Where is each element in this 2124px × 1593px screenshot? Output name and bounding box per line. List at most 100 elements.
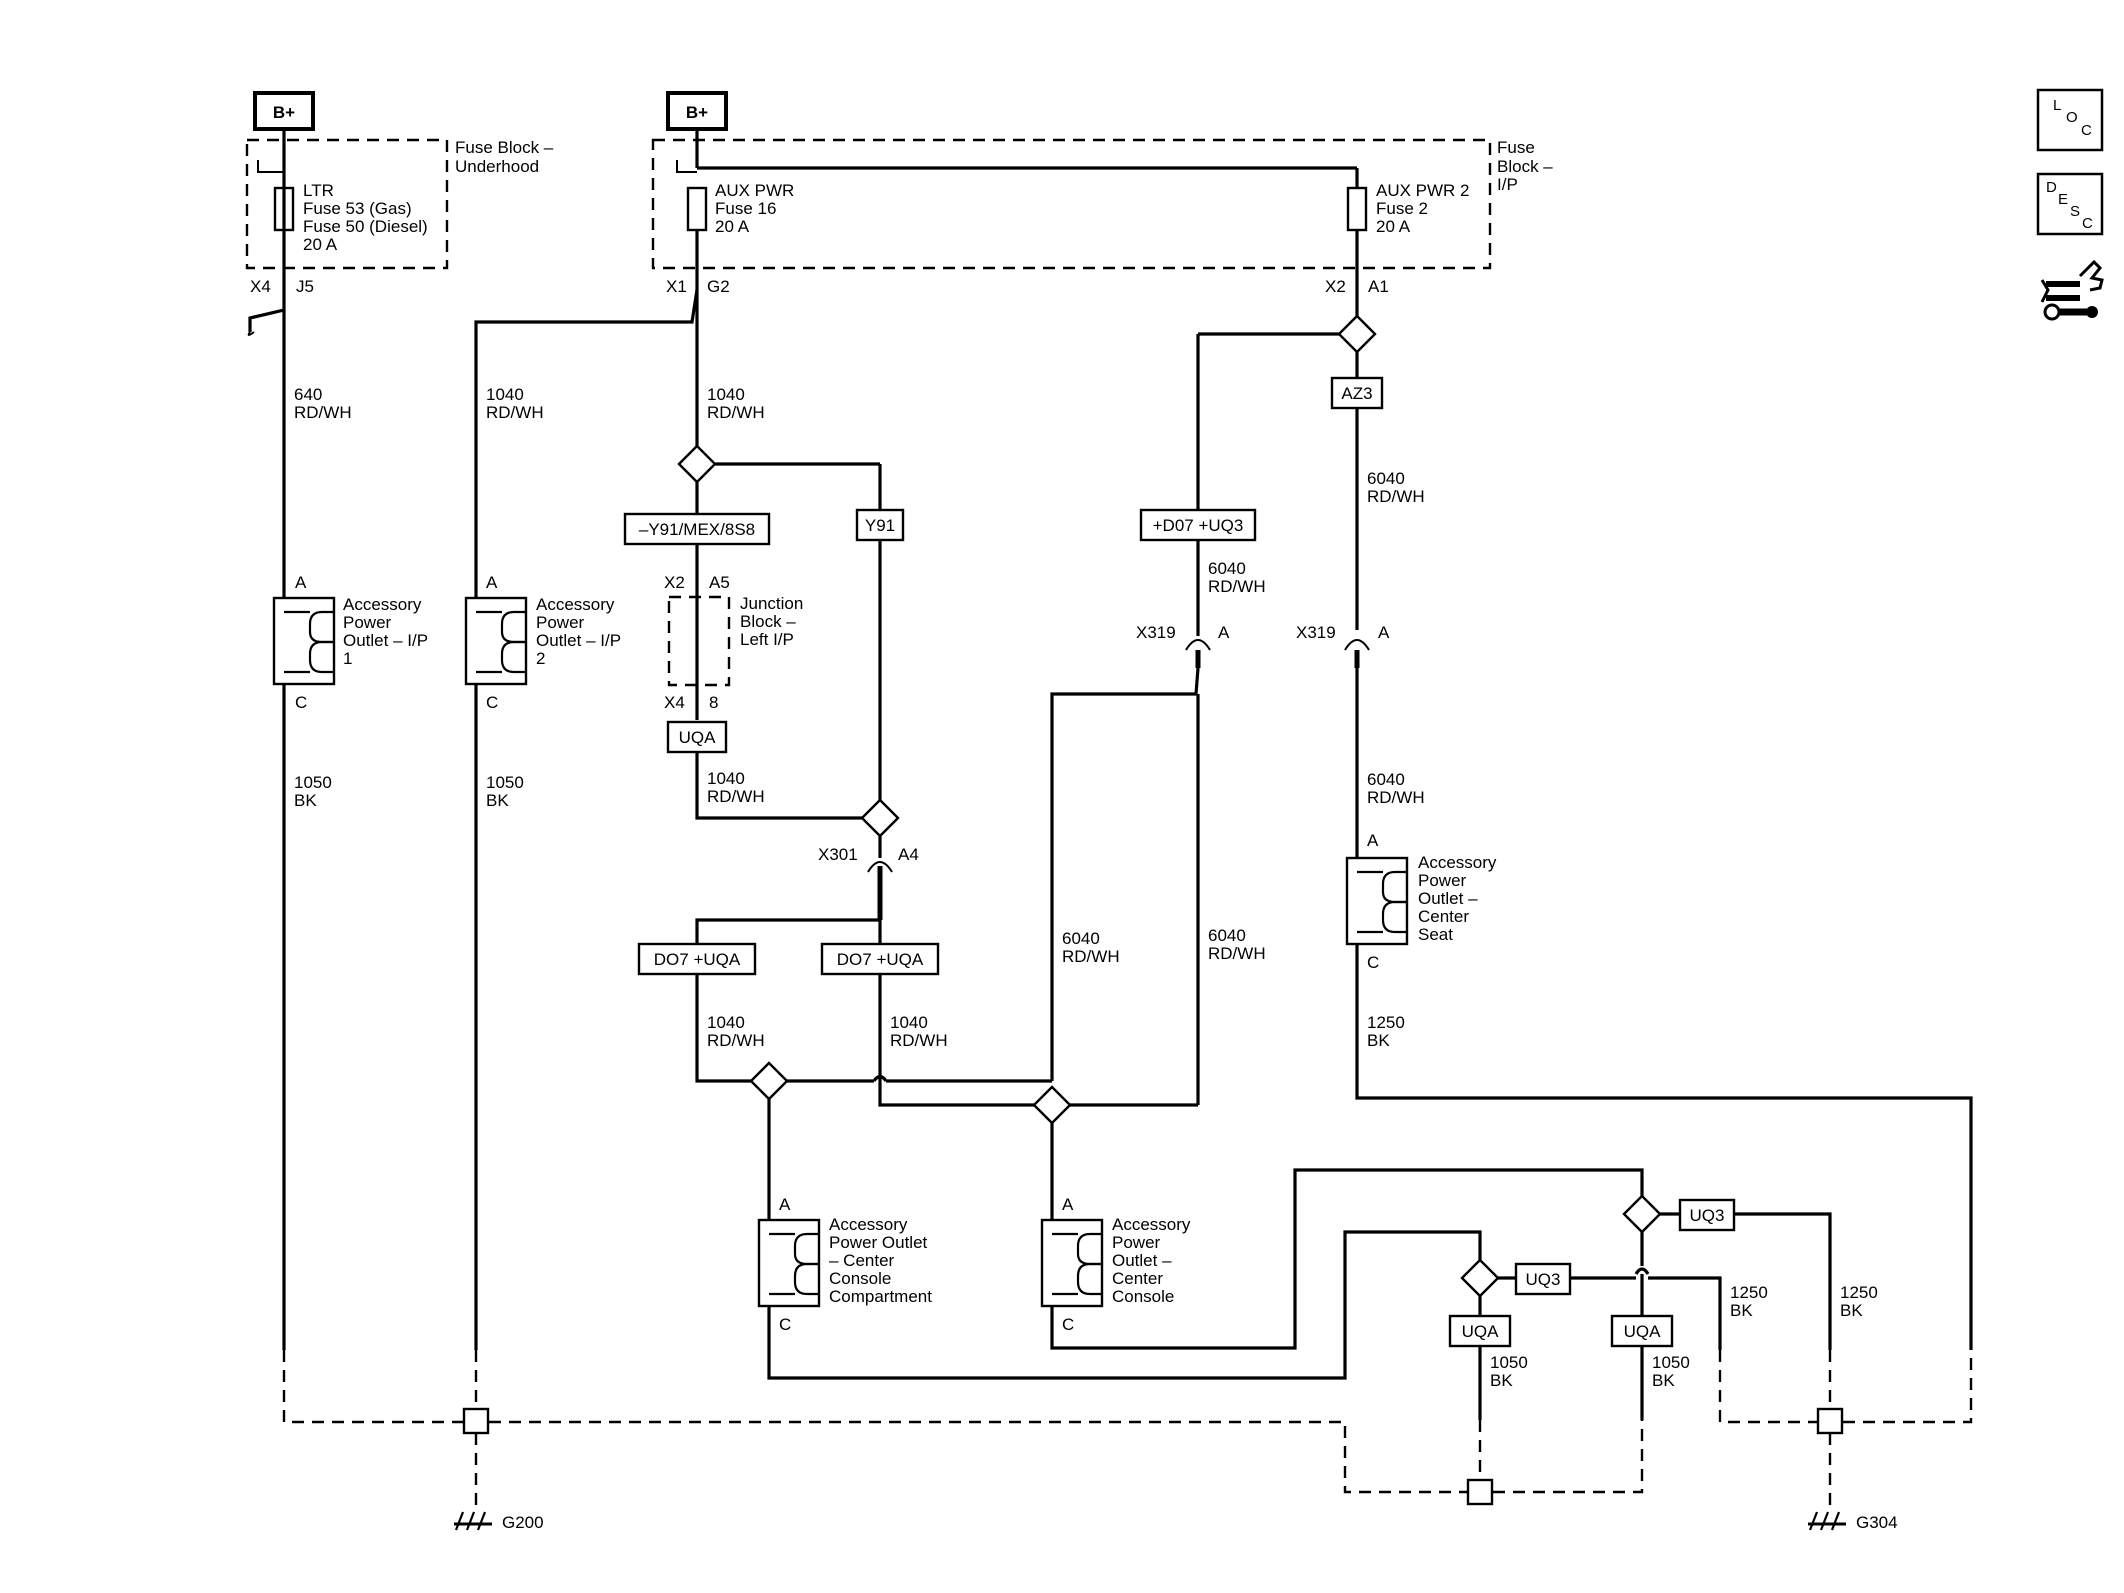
option-label: UQ3 xyxy=(1690,1206,1725,1225)
fuse-block-underhood-label: Underhood xyxy=(455,157,539,176)
ground-label: G304 xyxy=(1856,1513,1898,1532)
fuse-aux-pwr-label: AUX PWR xyxy=(715,181,794,200)
connector-label: J5 xyxy=(296,277,314,296)
connector-label: A5 xyxy=(709,573,730,592)
wire-label: 1040 xyxy=(707,1013,745,1032)
connector-label: X319 xyxy=(1136,623,1176,642)
wire-label: RD/WH xyxy=(294,403,352,422)
fuse-ltr xyxy=(257,129,295,290)
ground-splice xyxy=(1466,1478,1494,1506)
junction-block-label: Left I/P xyxy=(740,630,794,649)
pin-label: C xyxy=(486,693,498,712)
fuse-aux-pwr-2-label: 20 A xyxy=(1376,217,1411,236)
wire-label: BK xyxy=(1490,1371,1513,1390)
outlet-label: Power xyxy=(343,613,392,632)
option-uqa xyxy=(1448,1314,1512,1348)
outlet-label: Accessory xyxy=(1418,853,1497,872)
outlet-label: Power Outlet xyxy=(829,1233,928,1252)
connector-label: G2 xyxy=(707,277,730,296)
pin-label: C xyxy=(1367,953,1379,972)
outlet-label: Console xyxy=(1112,1287,1174,1306)
wire-label: 6040 xyxy=(1208,926,1246,945)
wire-label: 6040 xyxy=(1367,469,1405,488)
pin-label: A xyxy=(1062,1195,1074,1214)
wire-label: BK xyxy=(1367,1031,1390,1050)
pin-label: A xyxy=(486,573,498,592)
battery-label: B+ xyxy=(273,103,295,122)
wire-label: BK xyxy=(1652,1371,1675,1390)
outlet-label: Power xyxy=(1112,1233,1161,1252)
pin-label: C xyxy=(295,693,307,712)
accessory-power-outlet-ip-2 xyxy=(464,596,528,686)
wire-label: 6040 xyxy=(1367,770,1405,789)
junction-block-left-ip xyxy=(667,595,731,687)
wire-label: 1050 xyxy=(1490,1353,1528,1372)
wire-label: 6040 xyxy=(1208,559,1246,578)
ground-icon xyxy=(454,1511,492,1531)
fuse-ltr-label: LTR xyxy=(303,181,334,200)
wire-6040 xyxy=(1050,667,1200,1081)
fuse-block-ip-label: Fuse xyxy=(1497,138,1535,157)
option-label: UQA xyxy=(679,728,717,747)
pin-label: C xyxy=(1062,1315,1074,1334)
junction-block-label: Junction xyxy=(740,594,803,613)
option-label: DO7 +UQA xyxy=(837,950,924,969)
wire-label: 1040 xyxy=(707,385,745,404)
fuse-aux-pwr-label: Fuse 16 xyxy=(715,199,776,218)
desc-letter: E xyxy=(2058,191,2068,208)
fuse-block-ip-label: Block – xyxy=(1497,157,1553,176)
wire-label: RD/WH xyxy=(1367,788,1425,807)
wire-label: 1040 xyxy=(486,385,524,404)
loc-letter: C xyxy=(2081,122,2092,139)
wire-label: RD/WH xyxy=(1367,487,1425,506)
fuse-aux-pwr-2 xyxy=(1346,168,1368,318)
connector-label: A1 xyxy=(1368,277,1389,296)
desc-button[interactable]: D E S C xyxy=(2036,172,2104,236)
connector-label: A4 xyxy=(898,845,919,864)
connector-x319 xyxy=(1185,639,1211,651)
fuse-aux-pwr-2-label: AUX PWR 2 xyxy=(1376,181,1470,200)
outlet-label: Accessory xyxy=(343,595,422,614)
splice xyxy=(1460,1258,1500,1298)
outlet-label: 2 xyxy=(536,649,545,668)
fuse-ltr-label: 20 A xyxy=(303,235,338,254)
wire-label: 1250 xyxy=(1840,1283,1878,1302)
accessory-power-outlet-center-console xyxy=(1040,1218,1104,1308)
option-label: UQA xyxy=(1624,1322,1662,1341)
wire-label: BK xyxy=(1840,1301,1863,1320)
fuse-block-ip xyxy=(651,138,1492,270)
fuse-ltr-label: Fuse 53 (Gas) xyxy=(303,199,412,218)
wire-label: 640 xyxy=(294,385,322,404)
outlet-label: 1 xyxy=(343,649,352,668)
wire-label: 1050 xyxy=(294,773,332,792)
service-connector-icon[interactable] xyxy=(2040,259,2104,321)
connector-label: X2 xyxy=(1325,277,1346,296)
connector-label: X319 xyxy=(1296,623,1336,642)
connector-label: 8 xyxy=(709,693,718,712)
outlet-label: Compartment xyxy=(829,1287,932,1306)
pin-label: A xyxy=(779,1195,791,1214)
connector-x319 xyxy=(1344,639,1370,651)
fuse-aux-pwr-2-label: Fuse 2 xyxy=(1376,199,1428,218)
wire-label: 1050 xyxy=(1652,1353,1690,1372)
option-label: DO7 +UQA xyxy=(654,950,741,969)
wire-label: RD/WH xyxy=(707,403,765,422)
outlet-label: Outlet – I/P xyxy=(536,631,621,650)
loc-letter: L xyxy=(2053,97,2061,114)
outlet-label: Outlet – xyxy=(1112,1251,1172,1270)
splice xyxy=(860,798,900,838)
splice xyxy=(1032,1085,1072,1125)
splice xyxy=(677,444,717,484)
pin-label: C xyxy=(779,1315,791,1334)
battery-label: B+ xyxy=(686,103,708,122)
wire-640-break xyxy=(248,290,286,332)
connector-label: A xyxy=(1218,623,1230,642)
splice xyxy=(1337,314,1377,354)
connector-label: X301 xyxy=(818,845,858,864)
loc-button[interactable]: L O C xyxy=(2036,88,2104,152)
outlet-label: Console xyxy=(829,1269,891,1288)
fuse-block-ip-label: I/P xyxy=(1497,175,1518,194)
wire-1040 xyxy=(695,752,862,820)
wire-label: BK xyxy=(294,791,317,810)
